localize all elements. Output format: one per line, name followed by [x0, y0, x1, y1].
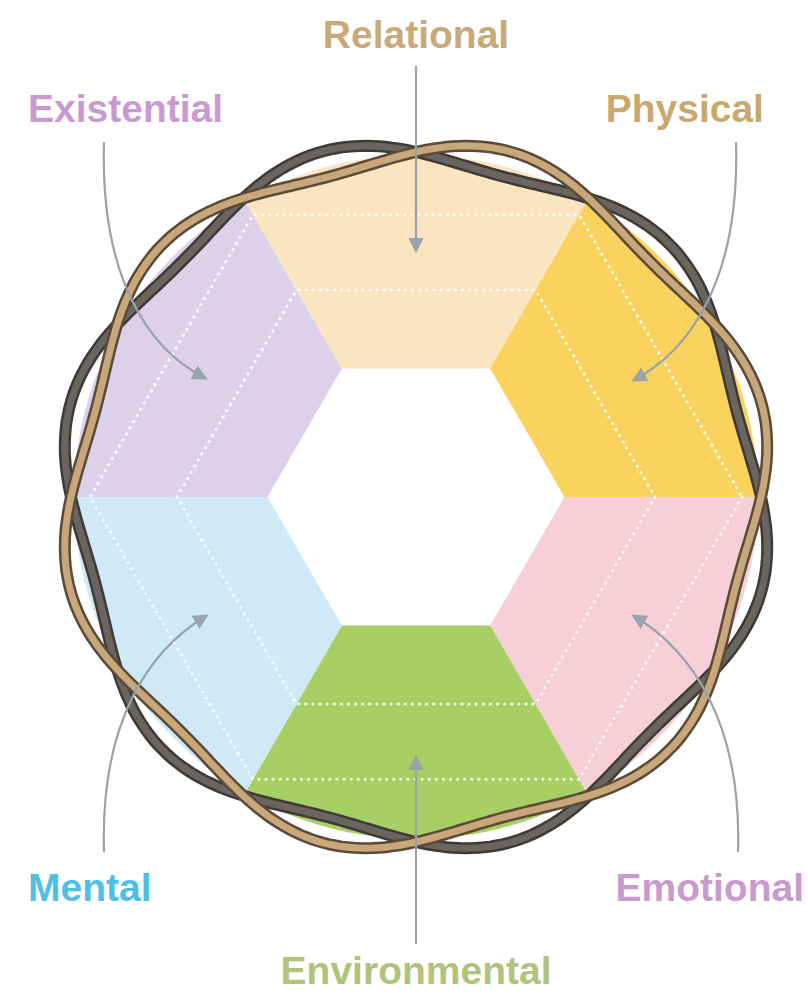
- leader-arrow: [415, 66, 417, 250]
- rope-strand: [65, 146, 767, 848]
- dimension-label: Relational: [323, 14, 509, 57]
- rope-strand: [65, 146, 767, 848]
- leader-arrow: [634, 142, 736, 380]
- rope-strand: [65, 146, 767, 848]
- leader-arrow: [104, 616, 206, 852]
- dimension-label: Existential: [28, 88, 223, 131]
- leader-arrow: [634, 616, 738, 852]
- dotted-ring: [177, 290, 655, 704]
- dimension-label: Mental: [28, 867, 152, 910]
- dimension-label: Emotional: [616, 867, 805, 910]
- dimension-label: Environmental: [281, 950, 552, 993]
- rope-strand: [65, 146, 767, 848]
- dotted-ring: [90, 215, 742, 780]
- dimension-label: Physical: [606, 88, 764, 131]
- center-hexagon: [271, 371, 561, 622]
- leader-arrow: [104, 142, 205, 378]
- leader-arrow: [415, 758, 417, 944]
